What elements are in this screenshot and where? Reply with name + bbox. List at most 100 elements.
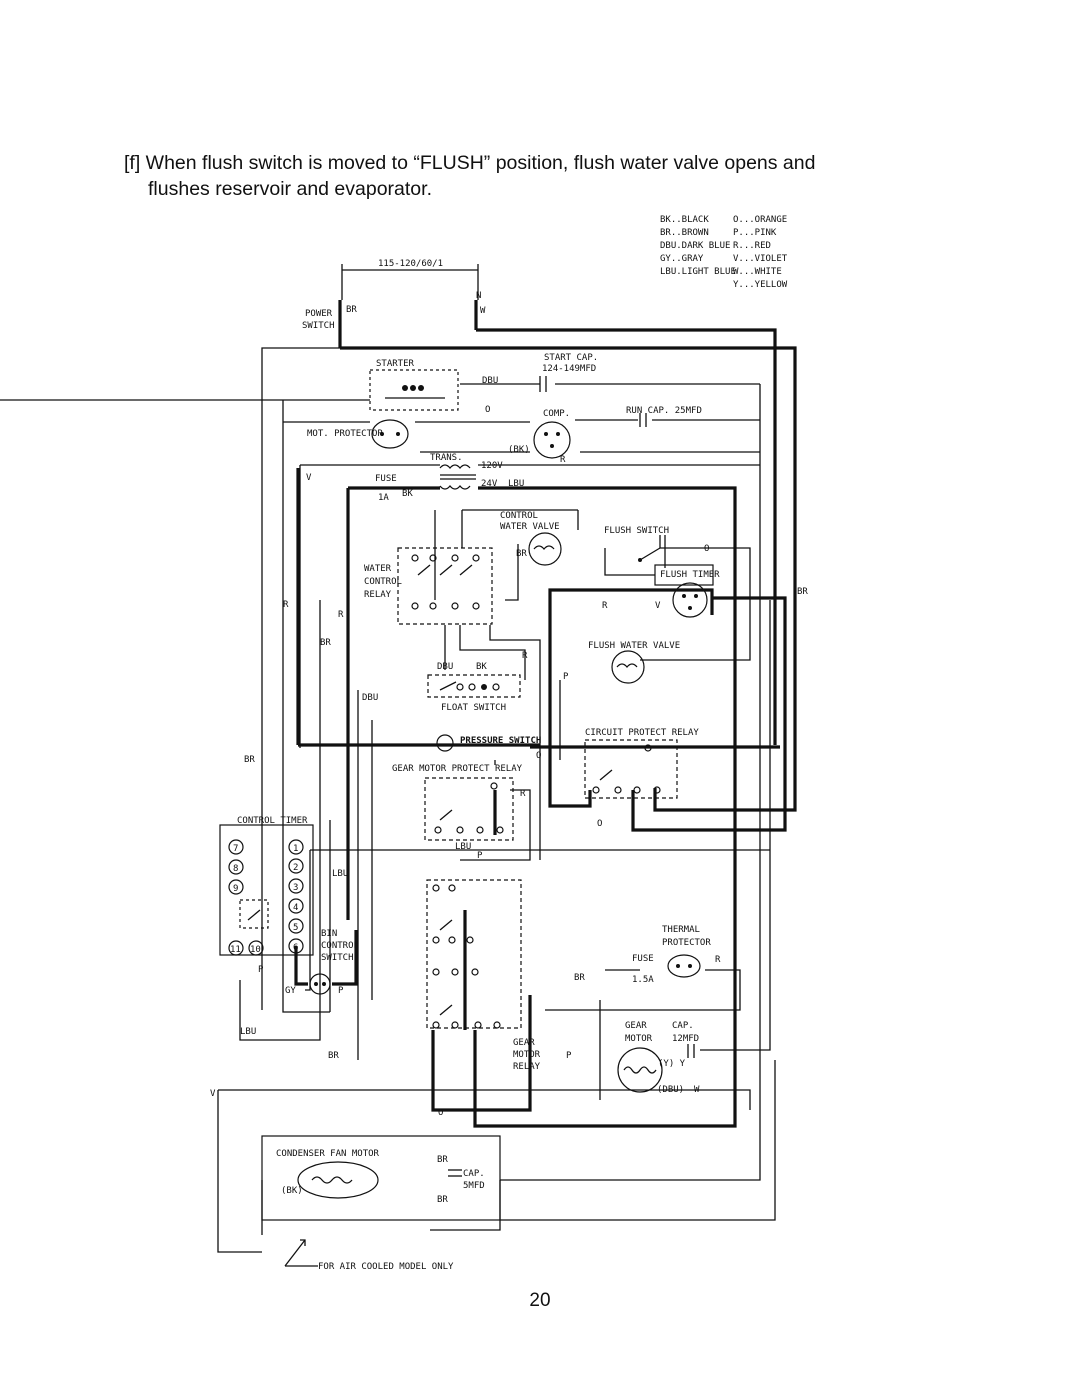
thermal-protector: THERMAL PROTECTOR FUSE 1.5A R <box>632 925 721 985</box>
gm-cap-label: CAP. <box>672 1021 694 1031</box>
wire-dbu-starter: DBU <box>482 376 498 386</box>
bin-control-switch: BIN CONTROL SWITCH GY P <box>285 929 359 996</box>
wire-br-top: BR <box>346 305 357 315</box>
ct-term-9: 9 <box>233 884 238 894</box>
supply-label: 115-120/60/1 <box>378 259 443 269</box>
intro-line-2: flushes reservoir and evaporator. <box>148 178 432 200</box>
wire-r-flush: R <box>602 601 608 611</box>
v24-label: 24V <box>481 479 498 489</box>
cfm-label: CONDENSER FAN MOTOR <box>276 1149 380 1159</box>
comp-label: COMP. <box>543 409 570 419</box>
control-water-valve: CONTROL WATER VALVE BR <box>500 511 562 566</box>
cpr-label: CIRCUIT PROTECT RELAY <box>585 728 699 738</box>
wire-o-flush: O <box>704 544 709 554</box>
start-cap-label1: START CAP. <box>544 353 598 363</box>
legend-v: V...VIOLET <box>733 254 788 264</box>
power-switch-label2: SWITCH <box>302 321 335 331</box>
wire-r-comp: R <box>560 455 566 465</box>
wire-br-cwv: BR <box>516 549 527 559</box>
wire-p-gmpr: P <box>477 851 483 861</box>
water-control-relay: WATER CONTROL RELAY <box>364 547 493 625</box>
wire-r-tp: R <box>715 955 721 965</box>
cfm-cap-label: CAP. <box>463 1169 485 1179</box>
float-switch: DBU BK FLOAT SWITCH DBU <box>362 662 521 713</box>
wire-yy: (Y) Y <box>658 1059 686 1069</box>
wire-v-trans: V <box>306 473 312 483</box>
wire-dbu-float: DBU <box>437 662 453 672</box>
legend-o: O...ORANGE <box>733 215 787 225</box>
wire-bk-float: BK <box>476 662 487 672</box>
transformer: TRANS. 120V 24V LBU V FUSE 1A BK <box>306 453 524 503</box>
condenser-fan-motor: CONDENSER FAN MOTOR BR BR (BK) CAP. 5MFD… <box>210 1089 501 1221</box>
intro-text: [f] When flush switch is moved to “FLUSH… <box>124 150 924 202</box>
wire-br-right: BR <box>797 587 808 597</box>
wcr-label1: WATER <box>364 564 392 574</box>
run-cap-label: RUN CAP. 25MFD <box>626 406 702 416</box>
control-timer: CONTROL TIMER BR R R BR 7 8 9 11 10 1 2 … <box>219 600 348 1037</box>
fuse-label: FUSE <box>375 474 397 484</box>
wcr-label3: RELAY <box>364 590 392 600</box>
wire-o-cpr: O <box>597 819 602 829</box>
bin-label3: SWITCH <box>321 953 354 963</box>
legend-r: R...RED <box>733 241 771 251</box>
gm-label2: MOTOR <box>625 1034 653 1044</box>
ct-term-2: 2 <box>293 863 298 873</box>
wire-p-bin: P <box>338 986 344 996</box>
legend-br: BR..BROWN <box>660 228 709 238</box>
wire-lbu-ct2: LBU <box>240 1027 256 1037</box>
ct-term-11: 11 <box>230 945 241 955</box>
wire-r-left2: R <box>338 610 344 620</box>
wire-w-gm: W <box>694 1085 700 1095</box>
wire-w-top: W <box>480 306 486 316</box>
ct-term-4: 4 <box>293 903 298 913</box>
wire-br-bottom: BR <box>328 1051 339 1061</box>
power-supply: 115-120/60/1 BR N W POWER SWITCH <box>302 259 486 348</box>
fwv-label: FLUSH WATER VALVE <box>588 641 680 651</box>
pressure-switch-label: PRESSURE SWITCH <box>460 736 541 746</box>
gmr-label1: GEAR <box>513 1038 535 1048</box>
fuse2-rating: 1.5A <box>632 975 654 985</box>
gear-motor-protect-relay: GEAR MOTOR PROTECT RELAY R LBU P <box>392 764 526 861</box>
starter: STARTER START CAP. 124-149MFD DBU O <box>369 353 598 415</box>
v120-label: 120V <box>481 461 503 471</box>
legend-bk: BK..BLACK <box>660 215 709 225</box>
wire-o-starter: O <box>485 405 490 415</box>
wire-lbu-gmpr: LBU <box>455 842 471 852</box>
air-cooled-label: FOR AIR COOLED MODEL ONLY <box>318 1262 454 1272</box>
wire-r-fwv: R <box>522 651 528 661</box>
ct-term-10: 10 <box>250 945 261 955</box>
wire-v-flush: V <box>655 601 661 611</box>
starter-label: STARTER <box>376 359 415 369</box>
legend-w: W...WHITE <box>733 267 782 277</box>
gear-motor-relay: GEAR MOTOR RELAY P BR BR O <box>328 879 585 1118</box>
wire-br-cfm1: BR <box>437 1155 448 1165</box>
tp-label1: THERMAL <box>662 925 700 935</box>
gm-cap-rating: 12MFD <box>672 1034 699 1044</box>
wire-r-left: R <box>283 600 289 610</box>
wire-p-gmr: P <box>566 1051 572 1061</box>
wire-br-ct: BR <box>244 755 255 765</box>
bin-label1: BIN <box>321 929 337 939</box>
legend-y: Y...YELLOW <box>733 280 788 290</box>
ct-term-7: 7 <box>233 844 238 854</box>
power-switch-label1: POWER <box>305 309 333 319</box>
wire-r-gmpr: R <box>520 789 526 799</box>
pressure-switch: PRESSURE SWITCH O <box>436 734 541 761</box>
wire-p-fwv: P <box>563 672 569 682</box>
wire-lbu-ct: LBU <box>332 869 348 879</box>
compressor: MOT. PROTECTOR COMP. (BK) R RUN CAP. 25M… <box>307 406 702 465</box>
air-cooled-note: FOR AIR COOLED MODEL ONLY <box>284 1239 454 1272</box>
gmr-label3: RELAY <box>513 1062 541 1072</box>
wire-o-ps: O <box>536 751 541 761</box>
fuse-rating: 1A <box>378 493 389 503</box>
legend-lbu: LBU.LIGHT BLUE <box>660 267 736 277</box>
gm-label1: GEAR <box>625 1021 647 1031</box>
legend-dbu: DBU.DARK BLUE <box>660 241 730 251</box>
circuit-protect-relay: CIRCUIT PROTECT RELAY O <box>584 728 699 829</box>
wire-dbu-gm: (DBU) <box>657 1085 684 1095</box>
gmpr-label: GEAR MOTOR PROTECT RELAY <box>392 764 523 774</box>
wire-br-left: BR <box>320 638 331 648</box>
wire-br-cfm2: BR <box>437 1195 448 1205</box>
tp-label2: PROTECTOR <box>662 938 711 948</box>
